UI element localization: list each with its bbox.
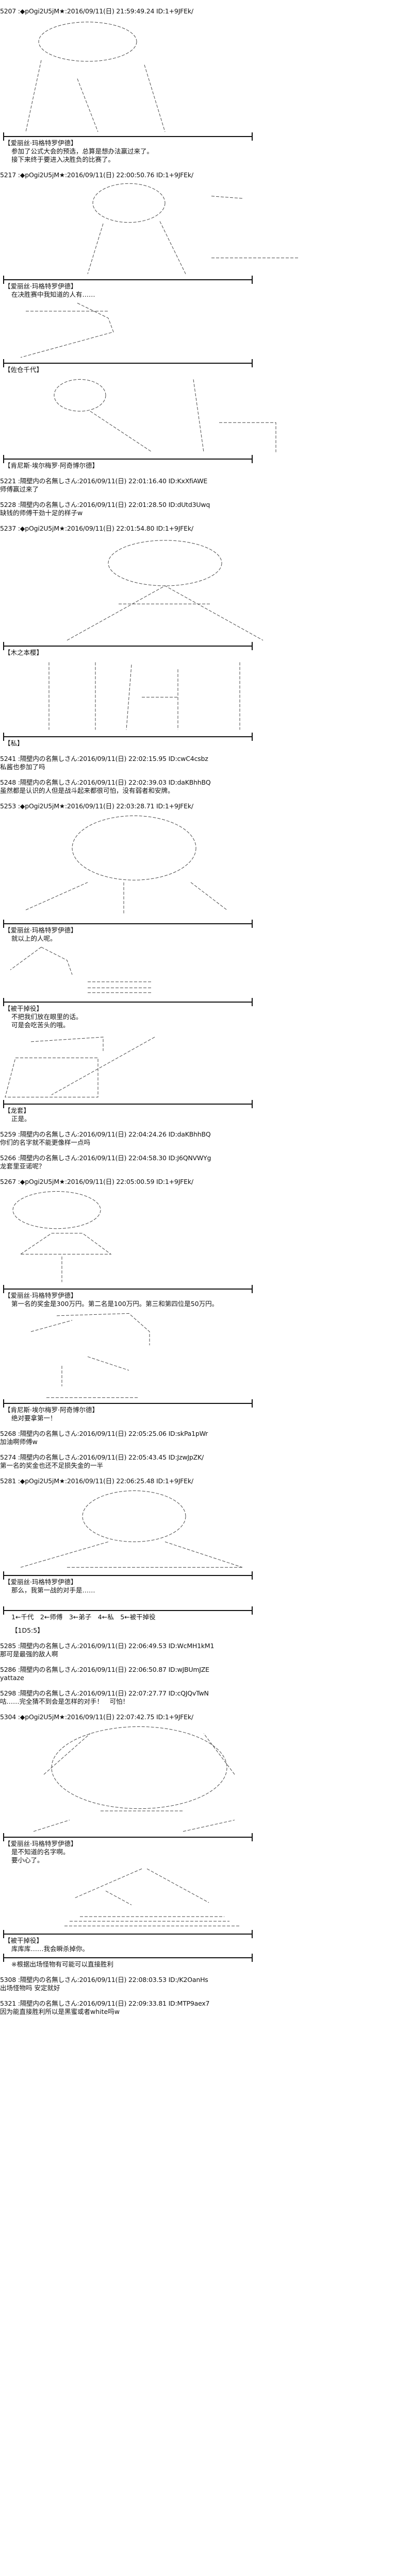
speaker-label: 【佐仓千代】 (4, 366, 43, 374)
post-body: 咕……完全猜不到会是怎样的对手！ 可怕！ (0, 1698, 129, 1705)
speaker-label: 【爱丽丝·玛格特罗伊德】 (4, 1578, 77, 1586)
divider (3, 1399, 253, 1408)
dialogue-line: 库库库……我会瞬杀掉你。 (11, 1945, 89, 1953)
dialogue-line: 正是。 (11, 1115, 31, 1123)
post-header: 5274 :隔壁内の名無しさん:2016/09/11(日) 22:05:43.4… (0, 1453, 204, 1461)
ascii-art-alice-4 (15, 1488, 248, 1571)
speaker-label: 【被干掉役】 (4, 1937, 43, 1944)
dialogue-line: 可是会吃苦头的哦。 (11, 1021, 70, 1029)
post-header: 5237 :◆pOgi2U5jM★:2016/09/11(日) 22:01:54… (0, 524, 193, 532)
post-header: 5221 :隔壁内の名無しさん:2016/09/11(日) 22:01:16.4… (0, 477, 208, 485)
post-header: 5268 :隔壁内の名無しさん:2016/09/11(日) 22:05:25.0… (0, 1430, 208, 1437)
post-body: 那可是最强的敌人啊 (0, 1650, 58, 1658)
post-header: 5298 :隔壁内の名無しさん:2016/09/11(日) 22:07:27.7… (0, 1689, 209, 1697)
post-body: 缺钱的师傅干劲十足的样子w (0, 509, 83, 517)
divider (3, 642, 253, 650)
speaker-label: 【爱丽丝·玛格特罗伊德】 (4, 1292, 77, 1299)
post-header: 5266 :隔壁内の名無しさん:2016/09/11(日) 22:04:58.3… (0, 1154, 211, 1162)
divider (3, 276, 253, 284)
divider (3, 455, 253, 463)
dialogue-line: 是不知道的名字啊。 (11, 1848, 70, 1856)
ascii-art-chiyo (0, 302, 119, 359)
dialogue-line: 要小心了。 (11, 1856, 44, 1864)
post-header: 5207 :◆pOgi2U5jM★:2016/09/11(日) 21:59:49… (0, 7, 193, 15)
speaker-label: 【爱丽丝·玛格特罗伊德】 (4, 926, 77, 934)
post-header: 5304 :◆pOgi2U5jM★:2016/09/11(日) 22:07:42… (0, 1713, 193, 1721)
post-body: 第一名的奖金也还不足损失金的一半 (0, 1462, 104, 1469)
ascii-art-alice-3 (5, 1189, 113, 1284)
post-body: 龙套里亚诺呢？ (0, 1162, 45, 1170)
post-header: 5259 :隔壁内の名無しさん:2016/09/11(日) 22:04:24.2… (0, 1130, 211, 1138)
post-header: 5285 :隔壁内の名無しさん:2016/09/11(日) 22:06:49.5… (0, 1642, 215, 1650)
post-header: 5253 :◆pOgi2U5jM★:2016/09/11(日) 22:03:28… (0, 802, 193, 810)
divider (3, 1285, 253, 1293)
divider (3, 1100, 253, 1108)
post-header: 5321 :隔壁内の名無しさん:2016/09/11(日) 22:09:33.8… (0, 1999, 210, 2007)
ascii-art-alice-5 (28, 1724, 245, 1833)
dialogue-line: 那么，我第一战的对手是…… (11, 1586, 95, 1594)
dialogue-line: 就以上的人呢。 (11, 935, 57, 942)
speaker-label: 【肯尼斯·埃尔梅罗·阿奇博尔德】 (4, 462, 98, 469)
divider (3, 1954, 253, 1962)
post-body: 加油啊师傅w (0, 1438, 38, 1446)
post-body: 因为能直接胜利所以是黑蜜或者white吗w (0, 2008, 120, 2015)
post-header: 5248 :隔壁内の名無しさん:2016/09/11(日) 22:02:39.0… (0, 778, 211, 786)
ascii-art-mob (0, 1032, 160, 1099)
dialogue-line: 绝对要拿第一！ (11, 1414, 57, 1422)
post-body: 私酱也参加了吗 (0, 763, 45, 771)
post-header: 5286 :隔壁内の名無しさん:2016/09/11(日) 22:06:50.8… (0, 1666, 209, 1673)
dialogue-line: 参加了公式大会的预选，总算是想办法赢过来了。 (11, 147, 154, 155)
ascii-art-alice-2 (21, 814, 227, 919)
ascii-art-alice-standing (57, 182, 304, 275)
ascii-art-victim (0, 946, 155, 997)
divider (3, 920, 253, 928)
divider (3, 733, 253, 741)
speaker-label: 【被干掉役】 (4, 1005, 43, 1012)
post-header: 5281 :◆pOgi2U5jM★:2016/09/11(日) 22:06:25… (0, 1477, 193, 1485)
divider (3, 359, 253, 367)
divider (3, 998, 253, 1006)
divider (3, 1606, 253, 1615)
dialogue-line: 接下来终于要进入决胜负的比赛了。 (11, 156, 115, 163)
divider (3, 132, 253, 141)
speaker-label: 【爱丽丝·玛格特罗伊德】 (4, 139, 77, 147)
ascii-art-watashi (44, 660, 302, 732)
speaker-label: 【木之本樱】 (4, 649, 43, 656)
post-header: 5241 :隔壁内の名無しさん:2016/09/11(日) 22:02:15.9… (0, 755, 208, 762)
divider (3, 1930, 253, 1938)
post-header: 5267 :◆pOgi2U5jM★:2016/09/11(日) 22:05:00… (0, 1178, 193, 1185)
post-body: 虽然都是认识的人但是战斗起来都很可怕，没有弱者和安牌。 (0, 787, 174, 794)
ascii-art-kayneth-2 (26, 1311, 155, 1399)
note-text: ※根据出场怪物有可能可以直接胜利 (11, 1960, 113, 1968)
ascii-art-alice (21, 19, 175, 132)
post-body: 师傅赢过来了 (0, 485, 39, 493)
ascii-art-sakura (52, 536, 273, 641)
dice-result: 【1D5:5】 (11, 1626, 44, 1634)
post-header: 5228 :隔壁内の名無しさん:2016/09/11(日) 22:01:28.5… (0, 501, 210, 509)
divider (3, 1571, 253, 1580)
speaker-label: 【爱丽丝·玛格特罗伊德】 (4, 282, 77, 290)
post-header: 5308 :隔壁内の名無しさん:2016/09/11(日) 22:08:03.5… (0, 1976, 208, 1984)
post-body: yattaze (0, 1674, 24, 1682)
dialogue-line: 不把我们放在眼里的话。 (11, 1013, 83, 1021)
dialogue-line: 在决胜赛中我知道的人有…… (11, 291, 95, 298)
dialogue-line: 第一名的奖金是300万円。第二名是100万円。第三和第四位是50万円。 (11, 1300, 219, 1308)
post-body: 出场怪物吗 安定就好 (0, 1984, 60, 1992)
dice-options: 1←千代 2←师傅 3←弟子 4←私 5←被干掉役 (11, 1613, 156, 1621)
speaker-label: 【爱丽丝·玛格特罗伊德】 (4, 1840, 77, 1848)
speaker-label: 【私】 (4, 739, 24, 747)
speaker-label: 【龙套】 (4, 1107, 30, 1114)
ascii-art-victim-2 (44, 1868, 250, 1929)
ascii-art-kayneth (49, 377, 281, 454)
speaker-label: 【肯尼斯·埃尔梅罗·阿奇博尔德】 (4, 1406, 98, 1414)
divider (3, 1833, 253, 1841)
post-header: 5217 :◆pOgi2U5jM★:2016/09/11(日) 22:00:50… (0, 171, 193, 179)
post-body: 你们的名字就不能更像样一点吗 (0, 1139, 91, 1146)
